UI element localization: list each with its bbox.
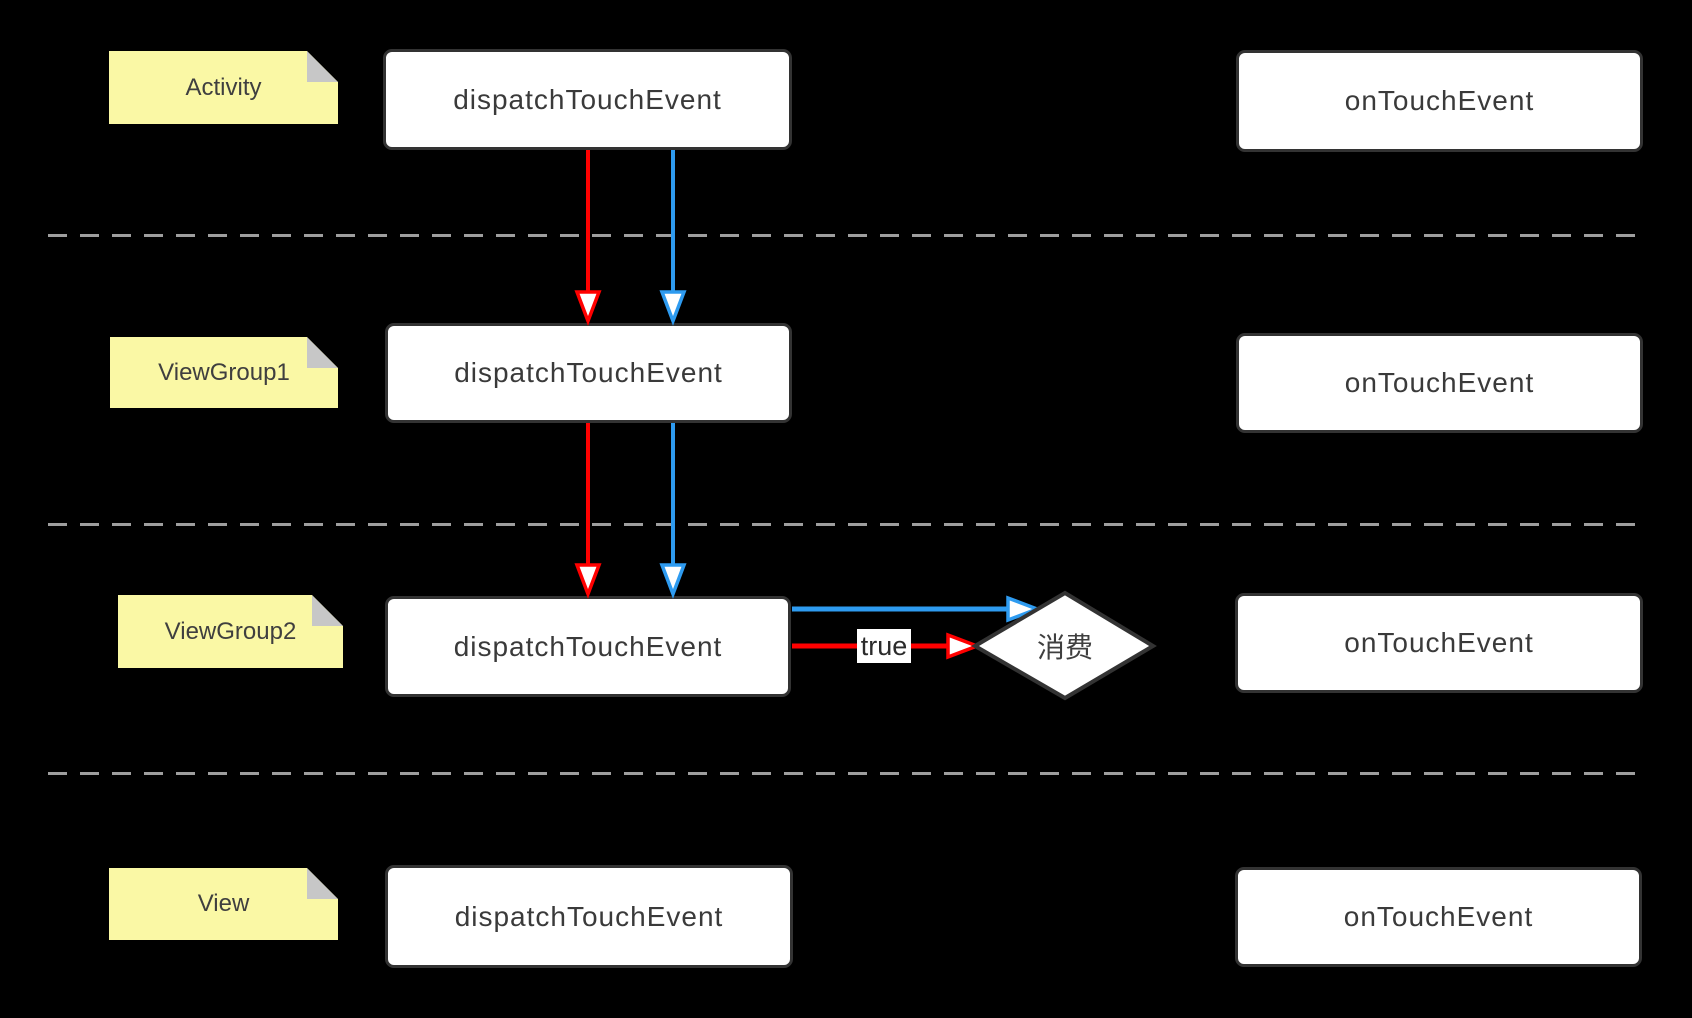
node-viewgroup2-ontouchevent: onTouchEvent [1235,593,1643,693]
node-view-ontouchevent: onTouchEvent [1235,867,1642,967]
folded-corner-icon [307,337,338,368]
decision-diamond-label: 消费 [1036,631,1093,664]
lane-separator-2 [48,523,1643,526]
lane-separator-1 [48,234,1643,237]
node-label: onTouchEvent [1344,85,1535,116]
arrowhead-down-icon [659,563,687,599]
folded-corner-icon [307,868,338,899]
lane-separator-3 [48,772,1643,775]
note-view: View [109,868,338,940]
node-label: dispatchTouchEvent [453,83,722,115]
arrowhead-down-icon [574,290,602,326]
edge-label-true: true [857,629,911,663]
note-viewgroup1: ViewGroup1 [110,337,338,408]
note-activity: Activity [109,51,338,124]
folded-corner-icon [307,51,338,82]
node-label: onTouchEvent [1343,901,1534,932]
arrowhead-down-icon [659,290,687,326]
node-activity-dispatchtouchevent: dispatchTouchEvent [383,49,792,150]
folded-corner-icon [312,595,343,626]
note-activity-label: Activity [185,73,262,101]
note-viewgroup1-label: ViewGroup1 [158,358,290,386]
node-viewgroup1-dispatchtouchevent: dispatchTouchEvent [385,323,792,423]
arrow-blue-viewgroup1-to-viewgroup2 [659,423,687,599]
node-label: dispatchTouchEvent [453,630,723,662]
node-viewgroup1-ontouchevent: onTouchEvent [1236,333,1643,433]
node-viewgroup2-dispatchtouchevent: dispatchTouchEvent [385,596,791,697]
node-label: onTouchEvent [1344,367,1535,398]
arrow-red-viewgroup1-to-viewgroup2 [574,423,602,599]
node-label: onTouchEvent [1344,627,1534,658]
node-activity-ontouchevent: onTouchEvent [1236,50,1643,152]
arrowhead-down-icon [574,563,602,599]
note-view-label: View [197,890,250,917]
note-viewgroup2: ViewGroup2 [118,595,343,668]
node-view-dispatchtouchevent: dispatchTouchEvent [385,865,793,968]
node-label: dispatchTouchEvent [454,357,723,388]
note-viewgroup2-label: ViewGroup2 [164,617,297,645]
node-label: dispatchTouchEvent [454,900,724,932]
